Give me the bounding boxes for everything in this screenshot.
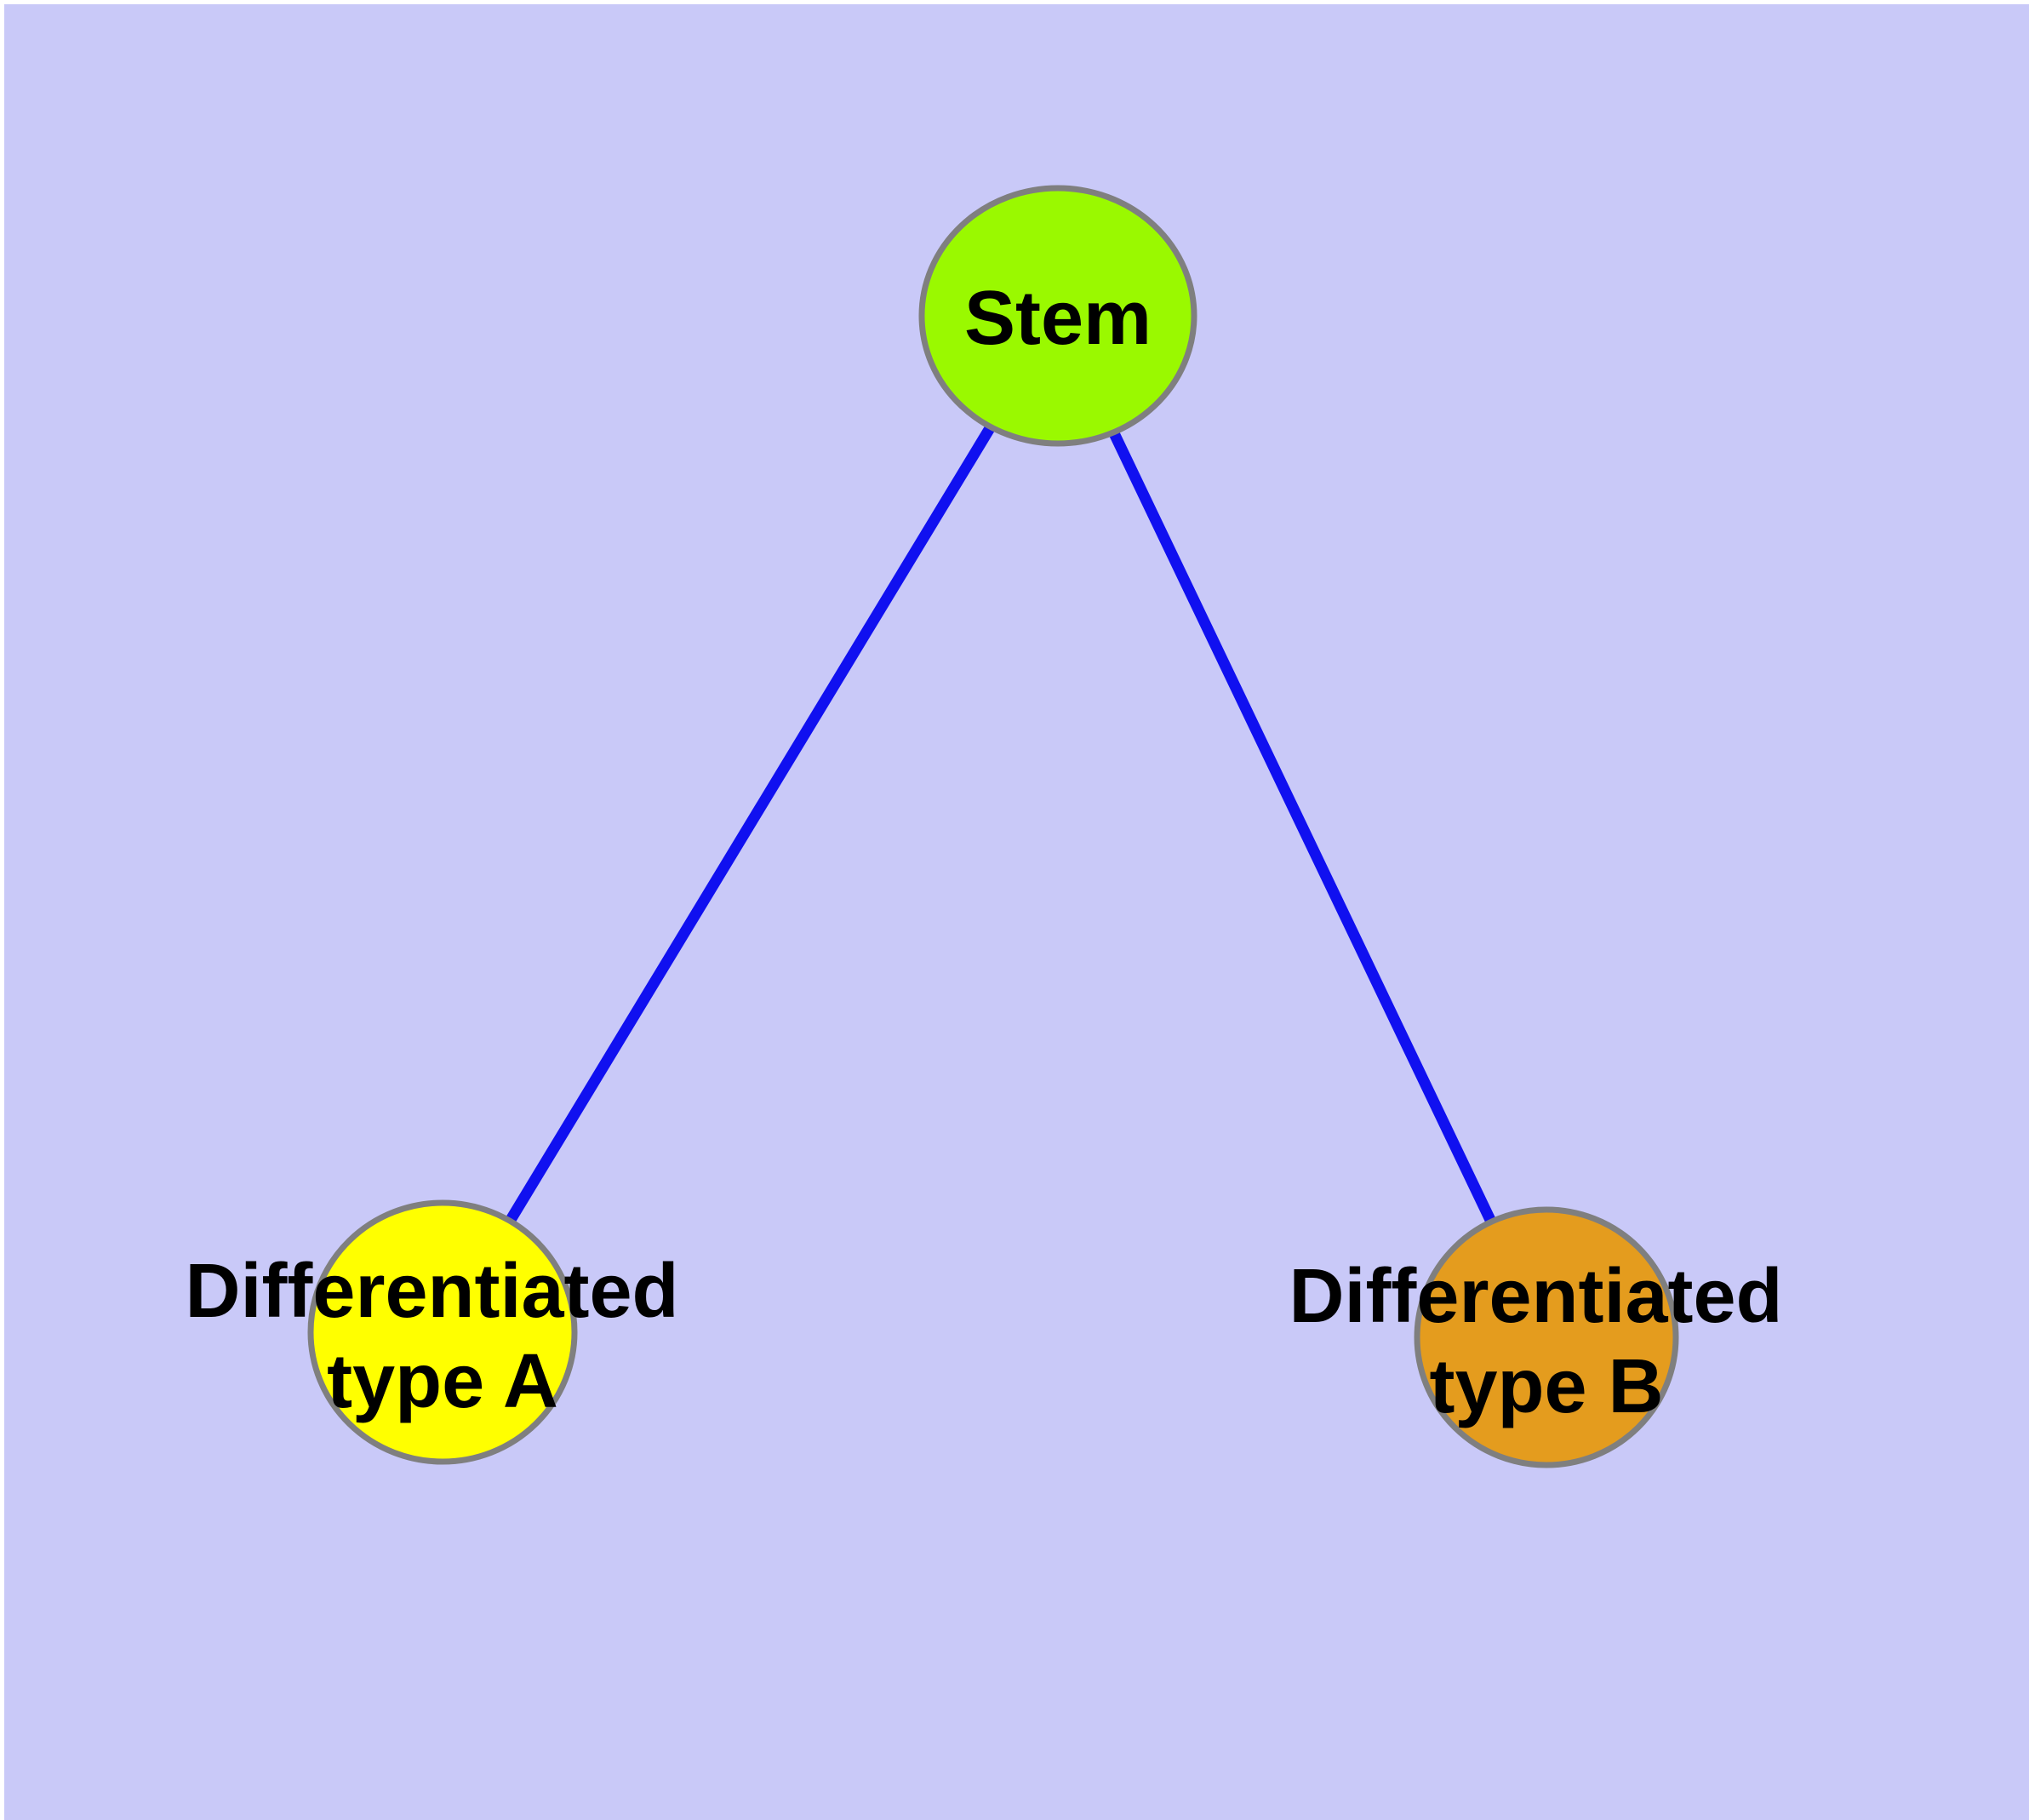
edges bbox=[437, 312, 1552, 1340]
node-differentiated-type-b-label: Differentiated type B bbox=[1289, 1254, 1803, 1429]
node-differentiated-type-b: Differentiated type B bbox=[1289, 1206, 1803, 1468]
node-differentiated-type-a-shape bbox=[307, 1199, 578, 1465]
node-stem-label-line1: Stem bbox=[964, 276, 1152, 361]
edge-stem-to-type-b bbox=[1053, 313, 1552, 1340]
node-differentiated-type-a-label-line2: type A bbox=[327, 1339, 558, 1424]
node-stem-label: Stem bbox=[964, 276, 1152, 361]
edge-stem-to-type-a bbox=[437, 312, 1063, 1336]
node-differentiated-type-b-label-line1: Differentiated bbox=[1289, 1254, 1782, 1339]
node-stem: Stem bbox=[918, 185, 1197, 447]
node-differentiated-type-b-shape bbox=[1414, 1206, 1679, 1468]
node-differentiated-type-a-label-line1: Differentiated bbox=[185, 1249, 678, 1334]
node-differentiated-type-b-label-line2: type B bbox=[1429, 1344, 1663, 1429]
node-differentiated-type-a-label: Differentiated type A bbox=[185, 1249, 700, 1424]
node-stem-shape bbox=[918, 185, 1197, 447]
node-differentiated-type-a: Differentiated type A bbox=[185, 1199, 700, 1465]
